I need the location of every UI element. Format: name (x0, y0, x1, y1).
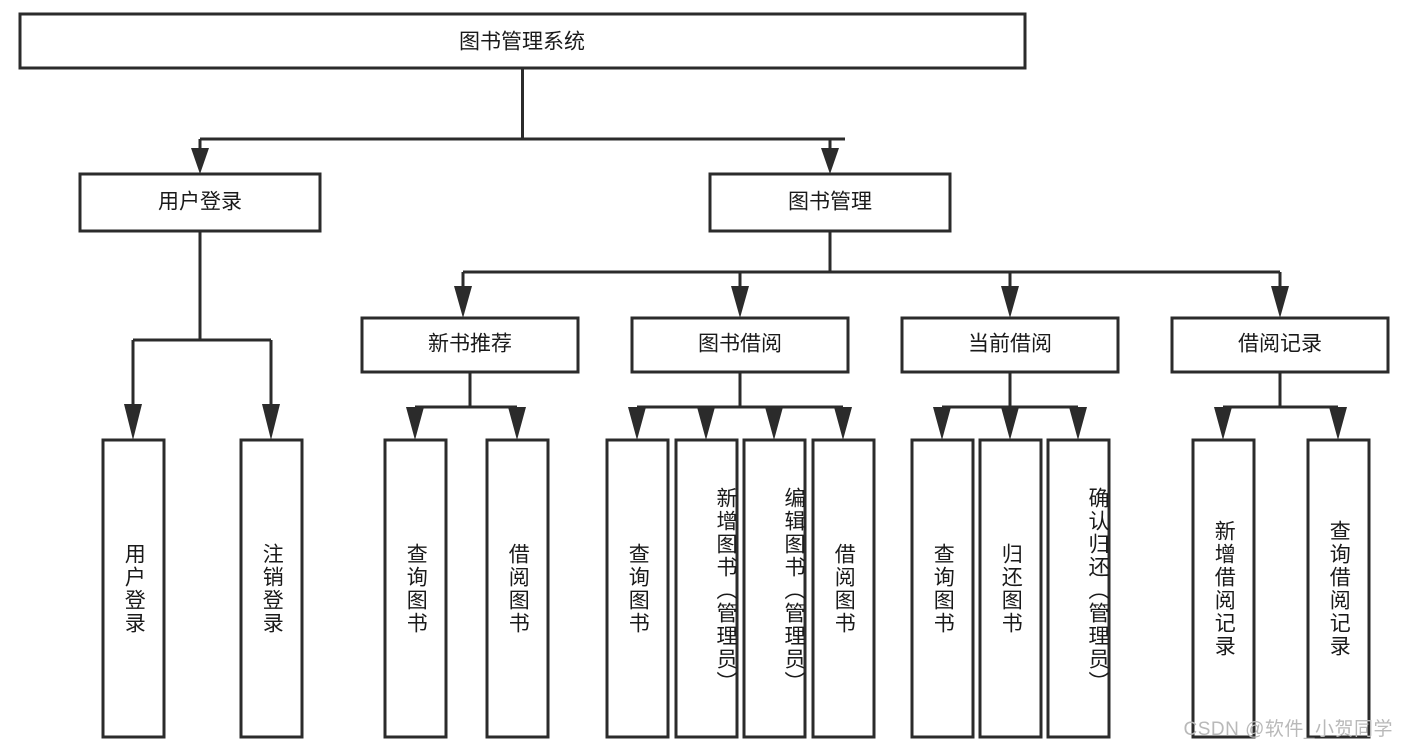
arrow-head-leaf-logout-login (262, 404, 280, 440)
node-root-box[interactable] (18, 12, 1027, 70)
node-current-borrow-label: 当前借阅 (968, 333, 1052, 356)
node-leaf-query-book-3-box[interactable] (910, 438, 975, 739)
node-user-login-label: 用户登录 (158, 191, 242, 214)
node-leaf-user-login-box[interactable] (101, 438, 166, 739)
node-borrow-record[interactable]: 借阅记录 (1170, 316, 1390, 374)
node-current-borrow[interactable]: 当前借阅 (900, 316, 1120, 374)
arrow-head-leaf-query-book-1 (406, 407, 424, 440)
node-book-manage-box[interactable] (708, 172, 952, 233)
connector-group-root-to-level2 (191, 68, 845, 174)
node-book-borrow-box[interactable] (630, 316, 850, 374)
node-leaf-confirm-return-box[interactable] (1046, 438, 1111, 739)
node-leaf-add-book-box[interactable] (674, 438, 739, 739)
node-user-login[interactable]: 用户登录 (78, 172, 322, 233)
arrow-head-new-book-recommend (454, 286, 472, 318)
arrow-head-user-login (191, 148, 209, 174)
node-book-borrow-label: 图书借阅 (698, 333, 782, 356)
node-current-borrow-box[interactable] (900, 316, 1120, 374)
node-new-book-recommend-label: 新书推荐 (428, 333, 512, 356)
node-leaf-query-book-2-box[interactable] (605, 438, 670, 739)
arrow-head-book-manage (821, 148, 839, 174)
node-leaf-logout-login-box[interactable] (239, 438, 304, 739)
connector-group-userlogin-to-leaves (124, 231, 280, 440)
arrow-head-leaf-borrow-book-2 (834, 407, 852, 440)
node-borrow-record-label: 借阅记录 (1238, 333, 1322, 356)
node-root-book-management-system[interactable]: 图书管理系统 (18, 12, 1027, 70)
arrow-head-leaf-query-book-3 (933, 407, 951, 440)
node-book-manage[interactable]: 图书管理 (708, 172, 952, 233)
connector-group-currentborrow-to-leaves (933, 372, 1087, 440)
arrow-head-book-borrow (731, 286, 749, 318)
arrow-head-leaf-query-record (1329, 407, 1347, 440)
arrow-head-current-borrow (1001, 286, 1019, 318)
connector-group-newbook-to-leaves (406, 372, 526, 440)
node-new-book-recommend[interactable]: 新书推荐 (360, 316, 580, 374)
connector-group-bookborrow-to-leaves (628, 372, 852, 440)
node-root-label: 图书管理系统 (459, 31, 585, 54)
arrow-head-leaf-return-book (1001, 407, 1019, 440)
connector-group-borrowrecord-to-leaves (1214, 372, 1347, 440)
node-leaf-query-book-1-box[interactable] (383, 438, 448, 739)
node-leaf-edit-book-box[interactable] (742, 438, 807, 739)
node-leaf-borrow-book-2-box[interactable] (811, 438, 876, 739)
arrow-head-leaf-add-record (1214, 407, 1232, 440)
arrow-head-leaf-add-book (697, 407, 715, 440)
node-book-borrow[interactable]: 图书借阅 (630, 316, 850, 374)
connector-group-bookmanage-to-level3 (454, 231, 1289, 318)
node-book-manage-label: 图书管理 (788, 191, 872, 214)
arrow-head-leaf-user-login (124, 404, 142, 440)
node-user-login-box[interactable] (78, 172, 322, 233)
arrow-head-leaf-query-book-2 (628, 407, 646, 440)
node-leaf-borrow-book-1-box[interactable] (485, 438, 550, 739)
arrow-head-leaf-confirm-return (1069, 407, 1087, 440)
arrow-head-leaf-edit-book (765, 407, 783, 440)
arrow-head-leaf-borrow-book-1 (508, 407, 526, 440)
csdn-watermark: CSDN @软件_小贺同学 (1183, 719, 1393, 740)
node-new-book-recommend-box[interactable] (360, 316, 580, 374)
node-leaf-query-record-box[interactable] (1306, 438, 1371, 739)
arrow-head-borrow-record (1271, 286, 1289, 318)
node-borrow-record-box[interactable] (1170, 316, 1390, 374)
node-leaf-return-book-box[interactable] (978, 438, 1043, 739)
node-leaf-add-record-box[interactable] (1191, 438, 1256, 739)
